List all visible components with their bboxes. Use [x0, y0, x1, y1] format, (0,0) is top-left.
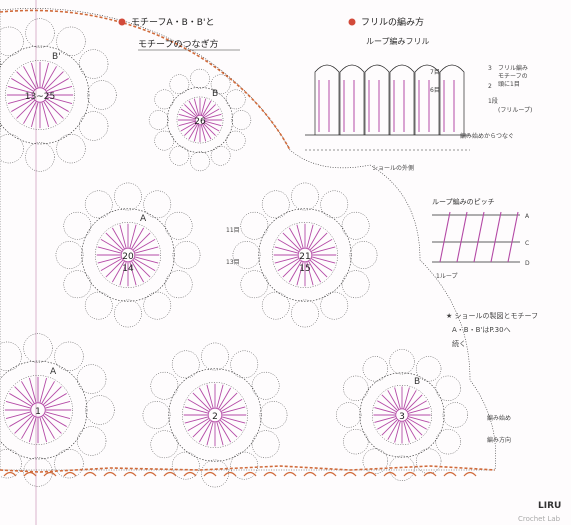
frill-scallop [123, 471, 137, 477]
frill-scallop [403, 471, 417, 477]
frill-label-6: 6目 [430, 87, 440, 94]
motif-number: 3 [399, 412, 405, 422]
motif-m6: 2 [142, 342, 288, 488]
pitch-loop [507, 211, 519, 263]
motif-number: 26 [194, 117, 206, 127]
frill-scallop [23, 471, 37, 477]
frill-scallop [63, 471, 77, 477]
motif-m1: B' 13~25 [0, 18, 117, 172]
frill-scallop [283, 471, 297, 477]
motif-m2: B 26 [148, 68, 252, 172]
motif-number: 13~25 [25, 92, 55, 102]
pitch-loop [439, 211, 451, 263]
frill-scallop [263, 471, 277, 477]
frill-scallop [3, 471, 17, 477]
frill-row-2: 2 [488, 83, 492, 90]
pitch-label-c: C [525, 240, 529, 247]
annotation-join-start: 編み始め [487, 414, 511, 422]
pitch-loops [439, 211, 519, 263]
pitch-loop [490, 211, 502, 263]
frill-loop [414, 64, 440, 135]
frill-loop [314, 64, 340, 135]
frill-scallop [323, 471, 337, 477]
motif-number-2: 15 [299, 264, 310, 274]
frill-edge-top [0, 9, 291, 151]
annotation-join-dir: 編み方向 [487, 436, 511, 444]
frill-loop [439, 64, 465, 135]
frill-heading: フリルの編み方 [361, 16, 424, 28]
frill-row-3: 3 [488, 65, 492, 72]
pitch-label-a: A [525, 213, 530, 220]
motif-letter: A [140, 214, 147, 224]
frill-scallop [143, 471, 157, 477]
motif-letter: A [50, 367, 57, 377]
motif-number-2: 14 [122, 264, 134, 274]
frill-note-3a: フリル編み [498, 64, 528, 72]
motif-number: 2 [212, 412, 218, 422]
pitch-label-d: D [525, 260, 530, 267]
frill-scallop [103, 471, 117, 477]
loop-pitch-heading: ループ編みのピッチ [432, 197, 495, 206]
annotation-11: 11目 [226, 227, 240, 234]
watermark: Crochet Lab [518, 515, 561, 523]
brand-logo: LIRU [538, 501, 561, 511]
motif-letter: B [212, 89, 218, 99]
frill-scallop [443, 471, 457, 477]
frill-chart: 7目 6目 3 2 1段 フリル編み モチーフの 頭に1目 (フリループ) 編み… [305, 64, 532, 172]
frill-scallop [83, 471, 97, 477]
loop-pitch-chart: ループ編みのピッチ A C D 1ループ [432, 197, 530, 280]
frill-loop [339, 64, 365, 135]
frill-outer-edge: ショールの外側 [372, 164, 414, 172]
pitch-note: 1ループ [436, 273, 457, 280]
shawl-outline [0, 8, 496, 471]
frill-row-1: 1段 [488, 97, 498, 105]
frill-scallop [43, 471, 57, 477]
frill-loop [364, 64, 390, 135]
frill-edge-bottom [0, 465, 496, 473]
shawl-note-1: ★ ショールの製図とモチーフ [446, 311, 538, 320]
motif-number: 20 [122, 252, 134, 262]
motif-letter: B [414, 377, 420, 387]
motif-m5: A1 [0, 333, 115, 487]
frill-scallop [463, 471, 477, 477]
frill-note-1: (フリループ) [498, 107, 532, 114]
frill-scallop [223, 471, 237, 477]
pitch-loop [473, 211, 485, 263]
frill-scallop [243, 471, 257, 477]
frill-label-7: 7目 [430, 69, 440, 76]
motif-m3: A 20 14 [55, 182, 201, 328]
motif-join-heading-2: モチーフのつなぎ方 [138, 38, 218, 50]
shawl-note-2: A・B・B'はP.30へ [452, 326, 511, 334]
frill-scallop [363, 471, 377, 477]
frill-scallop [163, 471, 177, 477]
section-bullet [348, 18, 356, 26]
pitch-loop [456, 211, 468, 263]
frill-scallop [423, 471, 437, 477]
motif-number: 1 [35, 407, 41, 417]
motif-m7: B3 [336, 349, 468, 481]
frill-loops [314, 64, 465, 135]
annotation-13: 13目 [226, 259, 240, 266]
motif-letter: B' [52, 52, 61, 62]
frill-scallop [183, 471, 197, 477]
frill-scallop [383, 471, 397, 477]
frill-scallop [303, 471, 317, 477]
frill-loop [389, 64, 415, 135]
shawl-note-3: 続く [452, 339, 466, 348]
frill-note-3b: モチーフの [498, 73, 528, 80]
section-bullet [118, 18, 126, 26]
frill-scallop [343, 471, 357, 477]
frill-bottom-note: 編み始めからつなぐ [460, 132, 514, 140]
frill-subheading: ループ編みフリル [366, 36, 430, 46]
motif-number: 21 [299, 252, 310, 262]
frill-note-3c: 頭に1目 [498, 81, 520, 88]
motif-join-heading-1: モチーフA・B・B'と [131, 17, 214, 28]
frill-scallop [203, 471, 217, 477]
